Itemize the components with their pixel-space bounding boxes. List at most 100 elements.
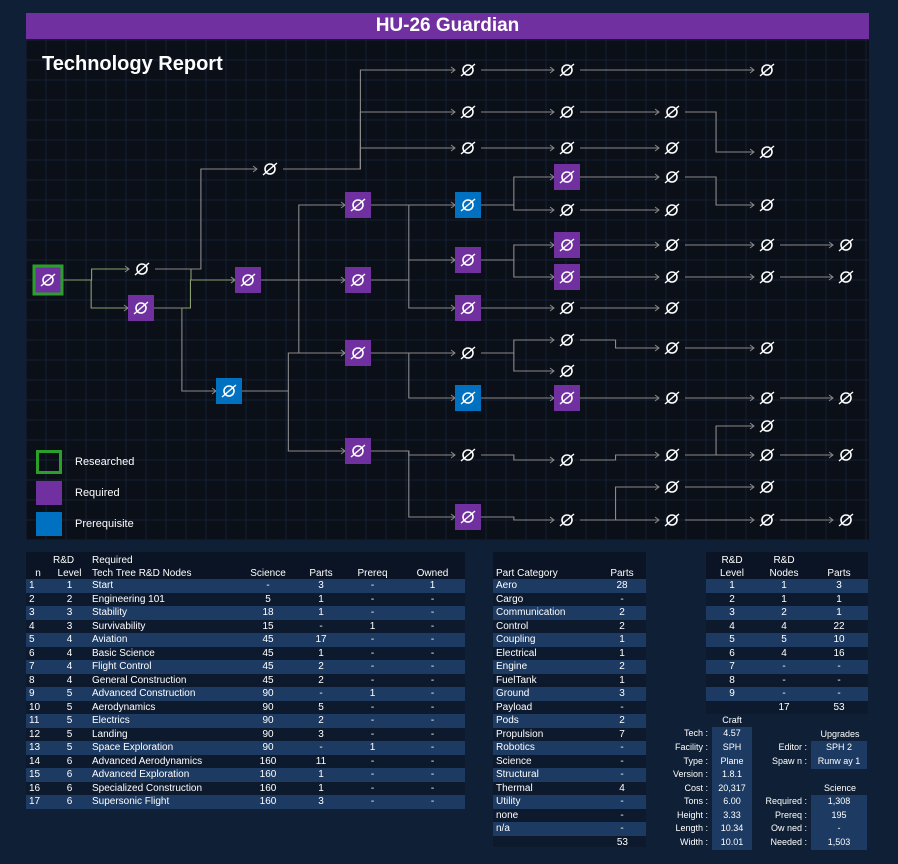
report-title-bar: HU-26 Guardian <box>26 13 869 39</box>
tech-icon <box>759 63 775 77</box>
tech-icon <box>462 64 474 76</box>
table-cell: Aerodynamics <box>92 701 156 713</box>
science-prereq-label: Prereq : <box>774 810 807 820</box>
table-cell: 17 <box>297 633 345 647</box>
craft-tech-label: Tech : <box>683 728 708 738</box>
table-cell: 1 <box>50 579 89 593</box>
science-header: Science <box>823 783 857 793</box>
craft-length-label: Length : <box>675 823 708 833</box>
header-cell <box>598 552 646 566</box>
craft-type: Type :Plane <box>683 755 752 769</box>
tech-icon <box>561 302 573 314</box>
tech-icon <box>350 198 366 212</box>
tech-node <box>128 295 154 321</box>
craft-type-label: Type : <box>683 756 708 766</box>
table-cell: 1 <box>297 768 345 782</box>
header-cell: Tech Tree R&D Nodes <box>89 565 239 579</box>
tech-node <box>216 378 242 404</box>
tech-node <box>664 391 680 405</box>
table-cell: Communication <box>493 606 598 620</box>
table-cell: Coupling <box>493 633 598 647</box>
table-cell: 4 <box>619 782 625 794</box>
table-cell: - <box>370 701 375 713</box>
table-cell: - <box>400 660 465 674</box>
tech-icon <box>559 453 575 467</box>
tech-icon <box>561 271 573 283</box>
table-cell: none <box>496 809 519 821</box>
tech-icon <box>761 449 773 461</box>
table-cell: 10 <box>810 633 868 647</box>
arrow-head <box>124 265 130 273</box>
table-cell: Supersonic Flight <box>89 795 239 809</box>
table-cell: - <box>345 606 400 620</box>
arrow-head <box>828 394 834 402</box>
tech-icon <box>352 445 364 457</box>
tech-icon <box>462 199 474 211</box>
table-cell: 16 <box>29 782 41 794</box>
tech-icon <box>559 170 575 184</box>
arrow-head <box>252 165 258 173</box>
connector-line <box>481 244 554 261</box>
tech-icon <box>761 239 773 251</box>
craft-width-value: 10.01 <box>712 836 752 850</box>
arrow-head <box>549 516 555 524</box>
tech-icon <box>42 274 54 286</box>
arrow-head <box>749 394 755 402</box>
header-cell <box>810 552 868 566</box>
tech-icon <box>460 448 476 462</box>
tech-node <box>664 301 680 315</box>
table-cell: 3 <box>26 606 50 620</box>
tech-node <box>345 267 371 293</box>
table-cell: - <box>758 687 810 701</box>
tech-icon <box>666 302 678 314</box>
tech-node <box>664 170 680 184</box>
nodes-table: R&D Required n Level Tech Tree R&D Nodes… <box>26 552 465 809</box>
connector-line <box>155 268 235 281</box>
table-cell: 5 <box>26 633 50 647</box>
table-cell: 1 <box>781 593 787 605</box>
connector-line <box>580 454 659 461</box>
connector-line <box>261 204 345 281</box>
table-cell: 8 <box>729 674 735 686</box>
tech-icon <box>666 481 678 493</box>
table-cell: - <box>620 701 624 713</box>
table-cell: - <box>400 633 465 647</box>
tech-icon <box>561 171 573 183</box>
diagram-grid <box>26 40 869 540</box>
header-cell: Parts <box>810 565 868 579</box>
science-needed: Needed :1,503 <box>770 836 867 850</box>
table-cell: Pods <box>493 714 598 728</box>
table-cell: 1 <box>26 579 50 593</box>
craft-version-value: 1.8.1 <box>712 768 752 782</box>
table-cell: 5 <box>318 701 324 713</box>
tech-icon <box>759 448 775 462</box>
table-cell: 2 <box>297 660 345 674</box>
tech-node <box>759 448 775 462</box>
tech-node <box>460 105 476 119</box>
tech-icon <box>559 141 575 155</box>
table-cell: 5 <box>706 633 758 647</box>
legend-prerequisite: Prerequisite <box>36 512 236 538</box>
table-row: Utility- <box>493 795 646 809</box>
table-cell: - <box>345 795 400 809</box>
arrow-head <box>654 241 660 249</box>
table-cell: 160 <box>259 755 277 767</box>
tech-icon <box>561 142 573 154</box>
craft-tons: Tons :6.00 <box>684 795 752 809</box>
tech-icon <box>462 392 474 404</box>
table-cell: Landing <box>92 728 128 740</box>
tech-icon <box>761 146 773 158</box>
arrow-head <box>654 304 660 312</box>
tech-node <box>759 419 775 433</box>
tech-icon <box>664 105 680 119</box>
tech-icon <box>559 513 575 527</box>
table-cell: 45 <box>262 674 274 686</box>
table-cell: - <box>319 620 323 632</box>
